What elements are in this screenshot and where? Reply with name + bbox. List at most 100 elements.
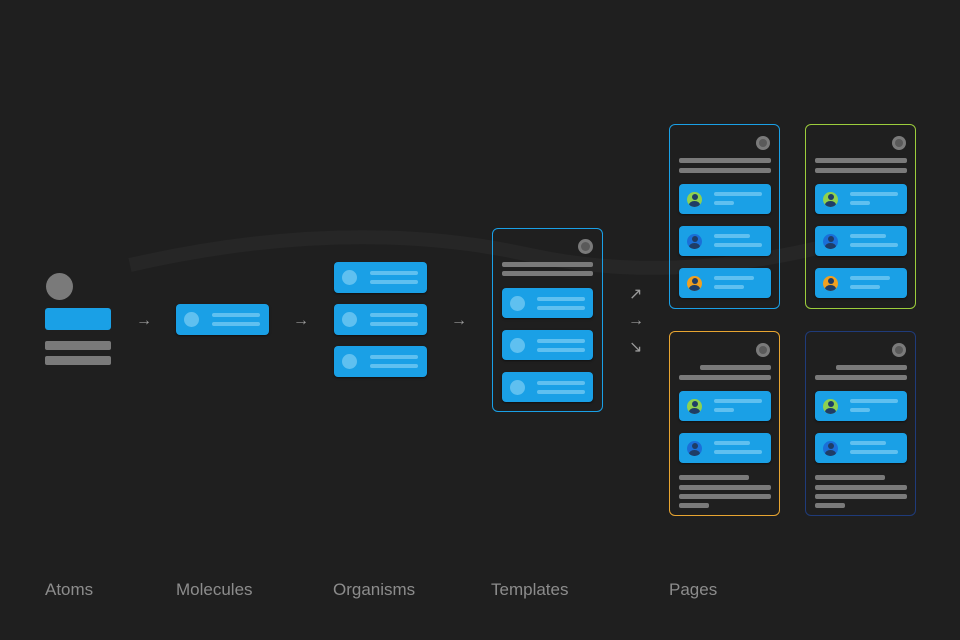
atom-gray-bar [45, 341, 111, 350]
paragraph-line [815, 475, 885, 480]
user-avatar-icon [687, 440, 702, 456]
card-avatar [510, 337, 525, 353]
organism-card [334, 346, 427, 377]
paragraph-line [679, 475, 749, 480]
header-line [815, 375, 907, 380]
text-line [714, 243, 762, 247]
page-card [679, 433, 771, 463]
template-card [502, 330, 593, 360]
text-line [714, 441, 750, 445]
page-card [679, 268, 771, 298]
card-avatar [342, 270, 357, 285]
page-avatar [756, 343, 770, 357]
text-line [537, 381, 585, 385]
text-line [370, 322, 418, 326]
page-frame-blue [669, 124, 780, 309]
atom-gray-bar [45, 356, 111, 365]
template-card [502, 372, 593, 402]
header-line [815, 158, 907, 163]
header-line [679, 375, 771, 380]
text-line [850, 408, 870, 412]
right-arrow-icon: → [136, 312, 152, 329]
label-templates: Templates [491, 580, 569, 599]
page-avatar [892, 136, 906, 150]
text-line [714, 276, 754, 280]
text-line [850, 285, 880, 289]
header-line [815, 168, 907, 173]
page-card [815, 184, 907, 214]
user-avatar-icon [687, 233, 702, 249]
page-card [815, 268, 907, 298]
text-line [714, 408, 734, 412]
text-line [537, 339, 585, 343]
text-line [714, 450, 762, 454]
text-line [714, 201, 734, 205]
text-line [850, 399, 898, 403]
text-line [370, 271, 418, 275]
page-card [815, 433, 907, 463]
label-pages: Pages [669, 580, 718, 599]
label-organisms: Organisms [333, 580, 416, 599]
text-line [370, 364, 418, 368]
text-line [714, 285, 744, 289]
header-line [502, 271, 593, 276]
header-line [836, 365, 907, 370]
text-line [714, 399, 762, 403]
page-frame-dark-blue [805, 331, 916, 516]
label-molecules: Molecules [176, 580, 253, 599]
text-line [850, 441, 886, 445]
molecule-card [176, 304, 269, 335]
text-line [537, 348, 585, 352]
label-atoms: Atoms [45, 580, 94, 599]
text-line [850, 243, 898, 247]
card-avatar [342, 354, 357, 369]
card-avatar [510, 295, 525, 311]
text-line [537, 390, 585, 394]
up-right-arrow-icon: ↗ [629, 286, 643, 303]
paragraph-line [815, 485, 907, 490]
user-avatar-icon [687, 398, 702, 414]
user-avatar-icon [687, 191, 702, 207]
text-line [850, 276, 890, 280]
text-line [370, 280, 418, 284]
header-line [700, 365, 771, 370]
page-card [815, 391, 907, 421]
user-avatar-icon [823, 275, 838, 291]
right-arrow-icon: → [451, 312, 467, 329]
text-line [850, 450, 898, 454]
text-line [537, 306, 585, 310]
card-avatar [342, 312, 357, 327]
page-card [679, 226, 771, 256]
text-line [370, 313, 418, 317]
right-arrow-icon: → [628, 312, 644, 329]
user-avatar-icon [823, 398, 838, 414]
text-line [714, 234, 750, 238]
user-avatar-icon [823, 440, 838, 456]
atom-blue-block [45, 308, 111, 330]
paragraph-line [815, 494, 907, 499]
user-avatar-icon [823, 191, 838, 207]
paragraph-line [815, 503, 845, 508]
text-line [850, 201, 870, 205]
text-line [714, 192, 762, 196]
header-line [502, 262, 593, 267]
header-line [679, 168, 771, 173]
page-avatar [892, 343, 906, 357]
page-card [679, 391, 771, 421]
paragraph-line [679, 503, 709, 508]
molecule-avatar [184, 312, 199, 327]
page-card [679, 184, 771, 214]
down-right-arrow-icon: ↘ [629, 339, 643, 356]
text-line [850, 192, 898, 196]
template-frame [492, 228, 603, 412]
right-arrow-icon: → [293, 312, 309, 329]
page-avatar [756, 136, 770, 150]
template-avatar [578, 239, 593, 254]
organism-card [334, 304, 427, 335]
page-frame-green [805, 124, 916, 309]
page-card [815, 226, 907, 256]
text-line [850, 234, 886, 238]
atom-circle [46, 273, 73, 300]
text-line [212, 322, 260, 326]
template-card [502, 288, 593, 318]
